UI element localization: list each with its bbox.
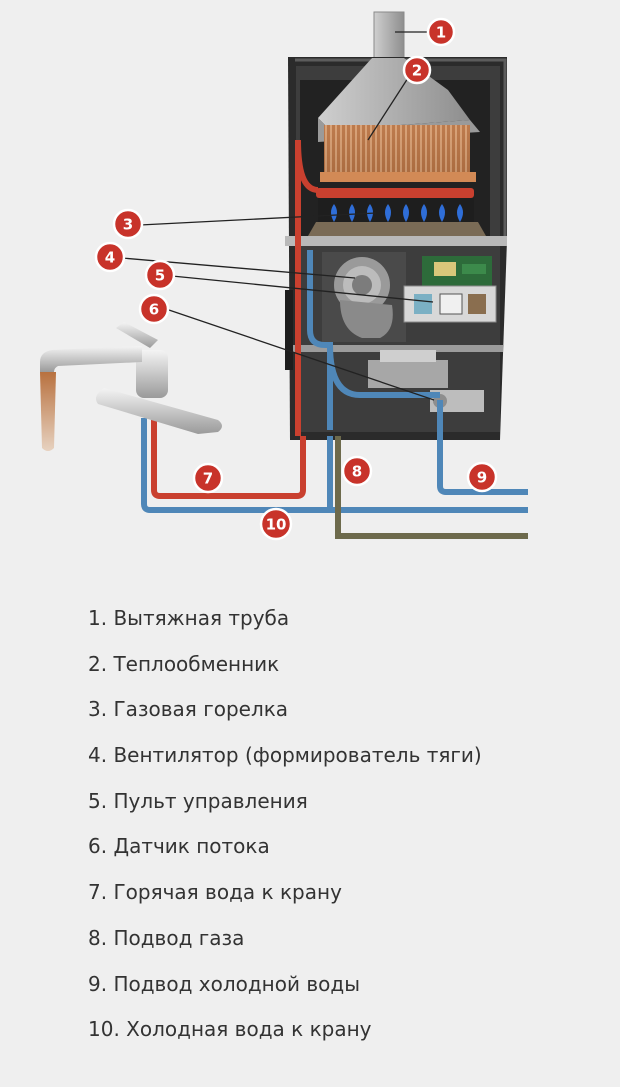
exhaust-flue [373,11,405,59]
callout-3: 3 [112,208,144,240]
legend-item-6: 6. Датчик потока [88,834,270,859]
svg-text:3: 3 [123,216,133,234]
callout-7: 7 [192,462,224,494]
callout-2: 2 [402,55,432,85]
gas-burner [308,198,486,236]
svg-text:9: 9 [477,469,487,487]
svg-text:8: 8 [352,463,362,481]
faucet-icon [40,322,222,434]
legend-item-1: 1. Вытяжная труба [88,606,290,630]
legend-list: 1. Вытяжная труба 2. Теплообменник 3. Га… [88,600,482,1057]
svg-text:2: 2 [412,62,422,80]
callout-10: 10 [259,507,293,541]
callout-1: 1 [426,17,456,47]
water-stream-icon [40,372,56,451]
flow-sensor [368,350,484,412]
callout-6: 6 [138,293,170,325]
callout-5: 5 [144,259,176,291]
svg-text:4: 4 [105,249,115,267]
legend-item-5: 5. Пульт управления [88,788,308,813]
legend-item-9: 9. Подвод холодной воды [88,971,360,996]
svg-text:7: 7 [203,470,213,488]
svg-text:1: 1 [436,24,446,42]
legend-item-10: 10. Холодная вода к крану [88,1017,372,1042]
heater-illustration: 1 2 3 4 5 6 7 8 9 10 [40,11,528,541]
svg-text:5: 5 [155,267,165,285]
legend-item-2: 2. Теплообменник [88,651,280,676]
heat-exchanger [316,125,476,198]
callout-4: 4 [94,241,126,273]
cold-water-inlet-pipe [437,436,528,495]
hot-water-pipe [151,418,306,499]
legend-item-7: 7. Горячая вода к крану [88,880,342,905]
callout-8: 8 [341,455,373,487]
cold-water-to-tap-pipe [141,418,528,513]
legend-item-8: 8. Подвод газа [88,925,245,950]
flame-icon [331,204,463,222]
draft-fan [322,252,406,342]
legend-item-3: 3. Газовая горелка [88,697,289,722]
control-panel [403,256,497,323]
svg-text:10: 10 [266,516,287,534]
gas-supply-pipe [335,436,528,539]
legend-item-4: 4. Вентилятор (формирователь тяги) [88,743,482,768]
callout-9: 9 [466,461,498,493]
svg-text:6: 6 [149,301,159,319]
